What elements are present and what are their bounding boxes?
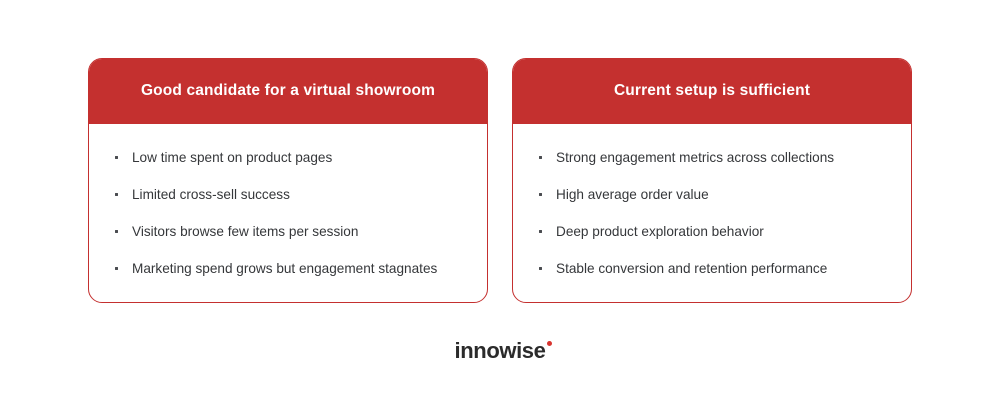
bullet-dot-icon [539,156,542,159]
cards-row: Good candidate for a virtual showroom Lo… [88,58,912,303]
logo-inner: innowise [454,337,553,363]
bullet-list: Strong engagement metrics across collect… [535,148,889,279]
bullet-list: Low time spent on product pages Limited … [111,148,465,279]
list-item: High average order value [535,185,889,205]
list-item-label: Low time spent on product pages [132,150,333,165]
card-current-setup: Current setup is sufficient Strong engag… [512,58,912,303]
logo-dot-icon [547,340,553,346]
bullet-dot-icon [539,266,542,270]
card-body: Strong engagement metrics across collect… [513,124,911,302]
list-item-label: Strong engagement metrics across collect… [556,150,835,165]
list-item: Deep product exploration behavior [535,222,889,242]
list-item-label: Stable conversion and retention performa… [556,260,828,276]
logo-wordmark: innowise [454,337,546,363]
card-header: Current setup is sufficient [513,59,911,124]
list-item: Visitors browse few items per session [111,222,465,242]
bullet-dot-icon [539,229,542,233]
list-item-label: High average order value [556,186,709,202]
list-item-label: Marketing spend grows but engagement sta… [132,260,438,276]
bullet-dot-icon [115,192,118,196]
list-item: Strong engagement metrics across collect… [535,148,889,168]
list-item: Limited cross-sell success [111,185,465,205]
list-item-label: Visitors browse few items per session [132,223,359,239]
bullet-dot-icon [115,266,118,270]
card-title: Good candidate for a virtual showroom [140,81,436,99]
card-title: Current setup is sufficient [613,81,811,99]
list-item-label: Limited cross-sell success [132,186,290,202]
card-good-candidate: Good candidate for a virtual showroom Lo… [88,58,488,303]
list-item: Low time spent on product pages [111,148,465,168]
card-body: Low time spent on product pages Limited … [89,124,487,302]
list-item-label: Deep product exploration behavior [556,223,764,239]
innowise-logo: innowise [0,337,1000,365]
bullet-dot-icon [115,156,118,159]
card-header: Good candidate for a virtual showroom [89,59,487,124]
list-item: Stable conversion and retention performa… [535,259,889,279]
bullet-dot-icon [115,229,118,233]
bullet-dot-icon [539,192,542,196]
list-item: Marketing spend grows but engagement sta… [111,259,465,279]
